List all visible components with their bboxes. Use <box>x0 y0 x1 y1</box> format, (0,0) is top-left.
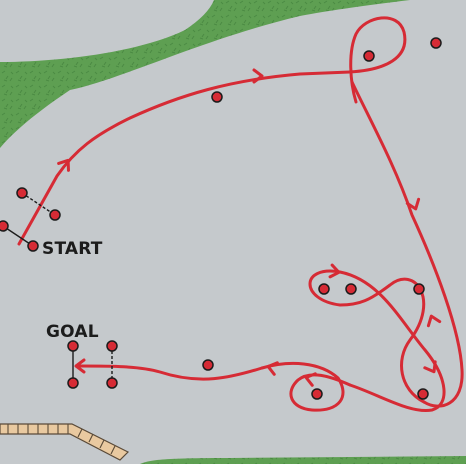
curb-body <box>0 423 130 461</box>
cone-start-2 <box>49 209 61 221</box>
route <box>17 16 464 413</box>
grass-patch-top <box>0 0 410 148</box>
curb-seam <box>99 439 105 449</box>
cone-lower-middle <box>202 359 214 371</box>
cones <box>0 37 442 400</box>
chevron-arrow-icon <box>328 263 341 279</box>
cone-goal-3 <box>67 377 79 389</box>
cone-top-loop-1 <box>363 50 375 62</box>
cone-slalom-4 <box>417 388 429 400</box>
cone-goal-1 <box>67 340 79 352</box>
chevron-arrow-icon <box>252 68 264 84</box>
start-label: START <box>42 239 103 259</box>
curb-seam <box>88 433 94 443</box>
curb-icon <box>0 423 130 461</box>
route-to-goal <box>78 364 264 381</box>
chevron-arrow-icon <box>423 360 437 374</box>
cone-slalom-3 <box>413 283 425 295</box>
route-right-descent <box>350 80 464 408</box>
direction-arrows <box>57 68 442 387</box>
cone-goal-2 <box>106 340 118 352</box>
cone-upper-middle <box>211 91 223 103</box>
chevron-arrow-icon <box>57 158 70 172</box>
cone-slalom-2 <box>345 283 357 295</box>
goal-label: GOAL <box>46 322 99 342</box>
cone-start-4 <box>27 240 39 252</box>
chevron-arrow-icon <box>405 197 421 211</box>
chevron-arrow-icon <box>266 361 279 376</box>
route-s-curves <box>308 269 446 413</box>
chevron-arrow-icon <box>426 314 442 328</box>
chevron-arrow-icon <box>74 358 86 374</box>
cone-bottom-loop <box>311 388 323 400</box>
curb-seam <box>110 445 116 455</box>
route-top-right-loop <box>348 16 407 104</box>
cone-goal-4 <box>106 377 118 389</box>
chevron-arrow-icon <box>304 372 317 387</box>
start-gate-solid-line <box>2 225 34 247</box>
grass-patch-bottom <box>140 456 466 464</box>
cone-slalom-1 <box>318 283 330 295</box>
cone-start-3 <box>0 220 9 232</box>
curb-seam <box>77 428 83 438</box>
curb-seams <box>7 424 116 455</box>
gate-lines <box>2 192 113 383</box>
cone-top-loop-2 <box>430 37 442 49</box>
cone-start-1 <box>16 187 28 199</box>
start-gate-dashed-line <box>21 192 56 216</box>
